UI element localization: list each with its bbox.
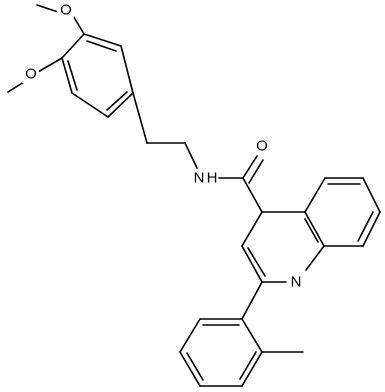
atom-labels: O O N H O N <box>22 0 301 291</box>
methoxy-left <box>7 57 63 93</box>
dimethoxyphenyl-ring <box>61 33 134 118</box>
tolyl-ring <box>179 281 263 387</box>
amide-hydrogen-label: H <box>207 170 218 187</box>
quinoline-pyridine-ring <box>241 211 325 283</box>
carbonyl-oxygen-label: O <box>256 138 268 155</box>
ethyl-linker <box>132 92 198 169</box>
quinoline-nitrogen-label: N <box>291 274 302 291</box>
methoxy-oxygen-left-label: O <box>25 66 37 83</box>
amide-nitrogen-label: N <box>194 170 205 187</box>
methoxy-oxygen-top-label: O <box>60 2 72 19</box>
quinoline-benzo-ring <box>304 177 381 247</box>
amide-group <box>218 155 264 213</box>
